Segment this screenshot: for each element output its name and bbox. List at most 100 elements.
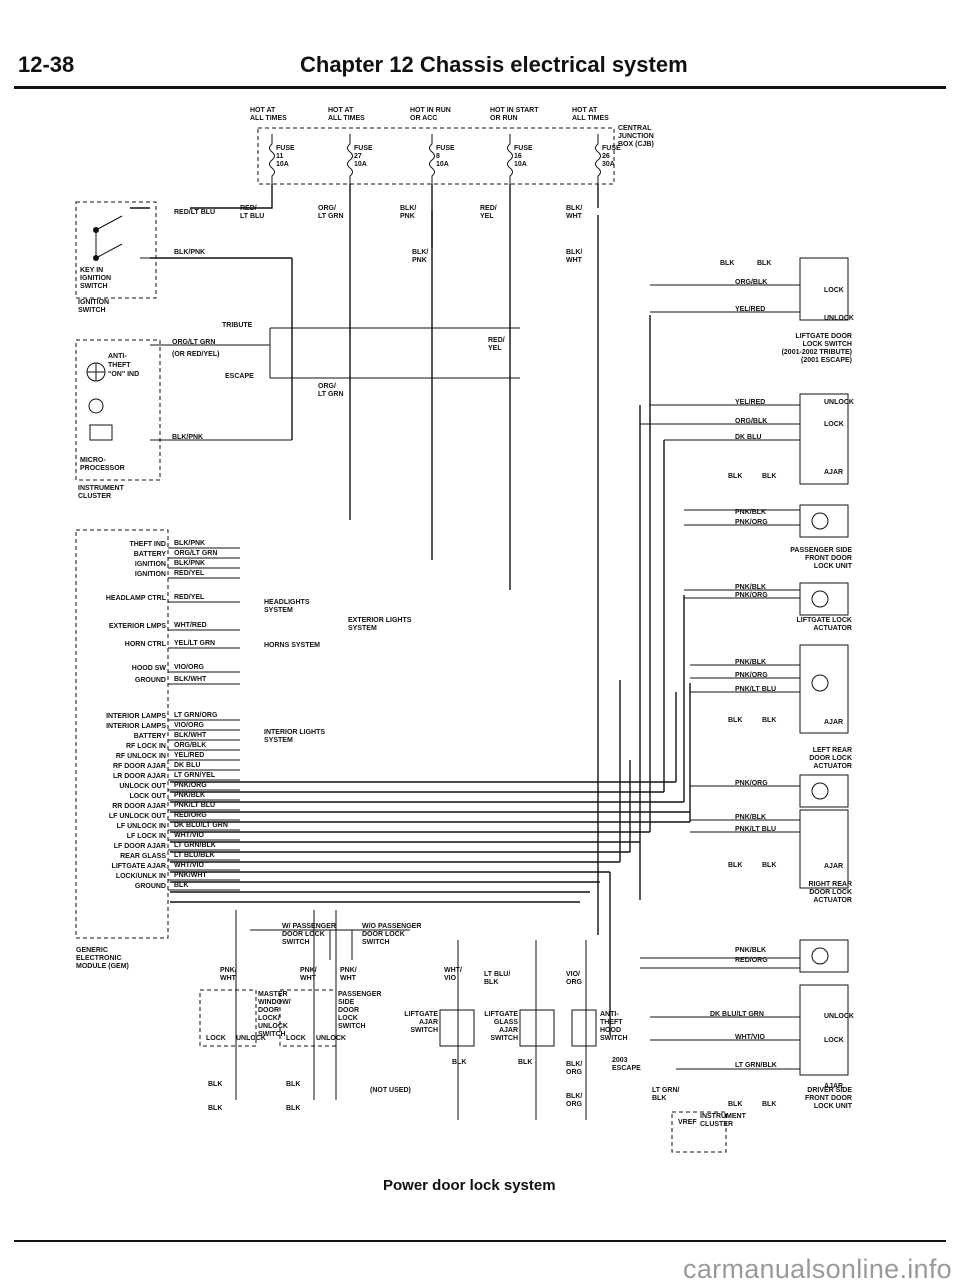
right-wire-label: PNK/ORG <box>735 519 768 526</box>
gem-pin-label: IGNITION <box>135 561 166 568</box>
gem-pin-label: HORN CTRL <box>125 641 167 648</box>
instrument-cluster <box>75 327 520 481</box>
gem-wire-label: VIO/ORG <box>174 664 205 671</box>
bottom-wire-label: UNLOCK <box>316 1035 346 1042</box>
right-wire-label: BLK <box>762 473 776 480</box>
gem-pin-label: LOCK OUT <box>129 793 166 800</box>
not-used-label: (NOT USED) <box>370 1087 411 1094</box>
microprocessor-label: MICRO-PROCESSOR <box>80 457 125 472</box>
gem-wire-label: BLK <box>174 882 188 889</box>
wire-label: BLK/PNK <box>174 249 205 256</box>
fuse-symbol <box>595 134 601 184</box>
ignition-switch <box>75 201 157 299</box>
actuator-state-label: LOCK <box>824 287 844 294</box>
anti-theft-label: ANTI-THEFT"ON" IND <box>108 353 139 378</box>
wire-label: BLK/PNK <box>400 205 416 220</box>
right-wire-label: ORG/BLK <box>735 418 767 425</box>
bottom-wire-label: BLK <box>286 1105 300 1112</box>
actuator-state-label: UNLOCK <box>824 399 854 406</box>
wire-label: RED/YEL <box>480 205 497 220</box>
right-wire-label: YEL/RED <box>735 399 765 406</box>
gem-pin-label: INTERIOR LAMPS <box>106 723 166 730</box>
gem-box <box>75 529 169 939</box>
bottom-wire-label: UNLOCK <box>236 1035 266 1042</box>
cjb-box <box>257 127 615 185</box>
right-actuators <box>640 257 849 1076</box>
gem-pin-label: GROUND <box>135 677 166 684</box>
right-wire-label: BLK <box>762 1101 776 1108</box>
bottom-wire-label: BLK <box>452 1059 466 1066</box>
gem-wire-label: PNK/WHT <box>174 872 207 879</box>
fuse-symbol <box>269 134 275 184</box>
gem-wire-label: ORG/LT GRN <box>174 550 217 557</box>
bottom-wire-label: BLK/ORG <box>566 1061 583 1076</box>
gem-pin-label: HEADLAMP CTRL <box>106 595 167 602</box>
right-wire-label: BLK <box>757 260 771 267</box>
wire-label: BLK/PNK <box>412 249 428 264</box>
gem-wire-label: RED/YEL <box>174 594 205 601</box>
actuator-state-label: UNLOCK <box>824 315 854 322</box>
right-wire-label: LT GRN/BLK <box>735 1062 777 1069</box>
cluster-wire-1b: (OR RED/YEL) <box>172 351 219 358</box>
right-wire-label: BLK <box>728 862 742 869</box>
gem-pin-label: RF DOOR AJAR <box>113 763 166 770</box>
escape-label: ESCAPE <box>225 373 254 380</box>
gem-pin-label: HOOD SW <box>132 665 167 672</box>
gem-wire-label: RED/ORG <box>174 812 207 819</box>
cluster-wire-1: ORG/LT GRN <box>172 339 215 346</box>
cluster-red-yel: RED/YEL <box>488 337 505 352</box>
fuse-wires <box>130 184 599 935</box>
bottom-wire-label: BLK <box>286 1081 300 1088</box>
right-wire-label: BLK <box>728 473 742 480</box>
wire-label: RED/LT BLU <box>174 209 215 216</box>
gem-wire-label: LT GRN/YEL <box>174 772 216 779</box>
figure-caption: Power door lock system <box>383 1177 556 1194</box>
bottom-wire-label: LT GRN/BLK <box>652 1087 680 1102</box>
gem-wire-label: BLK/WHT <box>174 732 207 739</box>
wire-label: BLK/WHT <box>566 249 583 264</box>
bottom-wire-label: BLK <box>208 1081 222 1088</box>
gem-pin-label: BATTERY <box>134 733 167 740</box>
right-wire-label: RED/ORG <box>735 957 768 964</box>
gem-pin-label: LR DOOR AJAR <box>113 773 166 780</box>
gem-wire-label: ORG/BLK <box>174 742 206 749</box>
right-wire-label: PNK/ORG <box>735 780 768 787</box>
gem-wire-label: DK BLU/LT GRN <box>174 822 228 829</box>
actuator-state-label: AJAR <box>824 863 843 870</box>
gem-pin-label: INTERIOR LAMPS <box>106 713 166 720</box>
actuator-state-label: LOCK <box>824 1037 844 1044</box>
gem-pin-label: LIFTGATE AJAR <box>112 863 166 870</box>
actuator-state-label: UNLOCK <box>824 1013 854 1020</box>
gem-wire-label: LT GRN/ORG <box>174 712 218 719</box>
gem-pin-label: REAR GLASS <box>120 853 166 860</box>
fuse-symbol <box>507 134 513 184</box>
right-wire-label: WHT/VIO <box>735 1034 765 1041</box>
gem-wire-label: PNK/ORG <box>174 782 207 789</box>
bottom-wire-label: PNK/WHT <box>340 967 357 982</box>
page-number: 12-38 <box>18 52 75 77</box>
right-wire-label: BLK <box>728 1101 742 1108</box>
